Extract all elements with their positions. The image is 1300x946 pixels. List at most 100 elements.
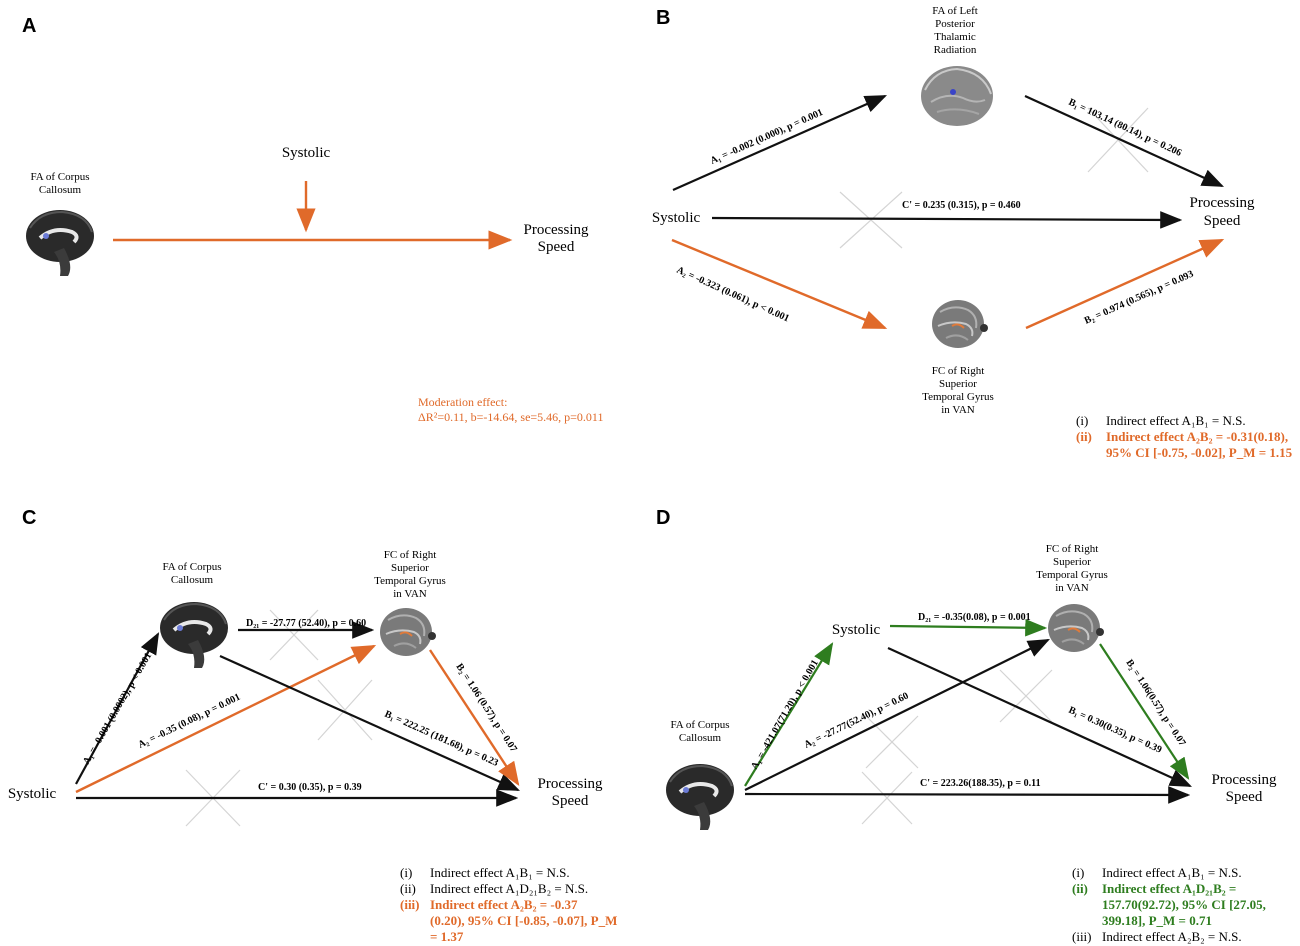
panel-d-b2-arrow — [1099, 643, 1190, 780]
panel-a-outcome-line1: Processing — [524, 222, 589, 238]
panel-d-m2-line4: in VAN — [1055, 582, 1089, 594]
panel-d-b1-arrow — [887, 646, 1193, 788]
panel-d-a1-label: A₁ = -421.07(71.20), p < 0.001 — [749, 658, 821, 771]
panel-c-m2-line1: FC of Right — [384, 549, 437, 561]
panel-c-m2-line2: Superior — [391, 562, 429, 574]
panel-d-a2-arrow — [744, 639, 1050, 791]
panel-d-m2-line1: FC of Right — [1046, 543, 1099, 555]
panel-b-m1-line4: Radiation — [934, 44, 977, 56]
panel-a: A FA of Corpus Callosum Systolic Process… — [22, 15, 604, 424]
panel-c-c-label: C' = 0.30 (0.35), p = 0.39 — [258, 782, 362, 793]
panel-b-note-2-num: (ii) — [1076, 429, 1092, 444]
panel-d-note-2-text: Indirect effect A₁D₂₁B₂ = — [1102, 881, 1236, 896]
panel-b-m2-line3: Temporal Gyrus — [922, 391, 994, 403]
panel-b-a1-arrow — [672, 94, 888, 192]
panel-b-letter: B — [656, 7, 670, 29]
panel-d-note-2-num: (ii) — [1072, 881, 1088, 896]
panel-c-note-5-text: = 1.37 — [430, 929, 464, 944]
panel-c-nonsig-cross-1 — [269, 609, 319, 661]
panel-a-outcome-line2: Speed — [538, 239, 575, 255]
panel-a-moderator: Systolic — [282, 145, 331, 161]
panel-d: D FC of Right Superior Temporal Gyrus in… — [656, 507, 1277, 944]
panel-b-m1-line1: FA of Left — [932, 5, 978, 17]
panel-b-m2-brain-image — [931, 299, 989, 349]
panel-c: C FA of Corpus Callosum FC of Right Supe… — [8, 507, 618, 944]
panel-b-nonsig-cross-1 — [1087, 107, 1149, 173]
panel-a-mediator-line2: Callosum — [39, 184, 82, 196]
panel-b-note-1-text: Indirect effect A₁B₁ = N.S. — [1106, 413, 1246, 428]
panel-a-moderation-title: Moderation effect: — [418, 395, 507, 409]
panel-c-m2-line3: Temporal Gyrus — [374, 575, 446, 587]
panel-c-m1-line2: Callosum — [171, 574, 214, 586]
panel-c-b2-label: B₂ = 1.06 (0.57), p = 0.07 — [453, 662, 518, 755]
panel-b-outcome-line2: Speed — [1204, 213, 1241, 229]
panel-d-note-1-num: (i) — [1072, 865, 1084, 880]
panel-b-m1-line3: Thalamic — [934, 31, 976, 43]
panel-d-a2-label: A₂ = -27.77(52.40), p = 0.60 — [802, 691, 910, 751]
panel-a-letter: A — [22, 15, 36, 37]
panel-c-outcome-line1: Processing — [538, 776, 603, 792]
panel-b-m1-line2: Posterior — [935, 18, 975, 30]
panel-d-note-5-text: Indirect effect A₂B₂ = N.S. — [1102, 929, 1242, 944]
panel-d-nonsig-cross-2 — [865, 715, 919, 769]
panel-d-b1-label: B₁ = 0.30(0.35), p = 0.39 — [1067, 705, 1164, 756]
panel-d-note-5-num: (iii) — [1072, 929, 1092, 944]
panel-b-a1-label: A₁ = -0.002 (0.000), p = 0.001 — [709, 107, 825, 167]
panel-c-note-4-text: (0.20), 95% CI [-0.85, -0.07], P_M — [430, 913, 617, 928]
panel-d-nonsig-cross-3 — [861, 771, 913, 825]
panel-c-d21-label: D₂₁ = -27.77 (52.40), p = 0.60 — [246, 618, 366, 629]
panel-c-b2-arrow — [428, 649, 520, 787]
panel-b-a2-label: A₂ = -0.323 (0.061), p < 0.001 — [675, 265, 791, 325]
panel-b-c-arrow — [711, 211, 1183, 229]
panel-b-m2-line1: FC of Right — [932, 365, 985, 377]
panel-b-b1-arrow — [1024, 94, 1225, 188]
panel-b-m2-line4: in VAN — [941, 404, 975, 416]
panel-b-note-1-num: (i) — [1076, 413, 1088, 428]
panel-c-m1-brain-image — [158, 600, 230, 670]
panel-b-m1-brain-image — [920, 65, 994, 127]
panel-c-nonsig-cross-2 — [317, 679, 373, 741]
panel-b-b1-label: B₁ = 103.14 (80.14), p = 0.206 — [1067, 97, 1183, 159]
panel-d-note-3-text: 157.70(92.72), 95% CI [27.05, — [1102, 897, 1266, 912]
panel-d-d21-arrow — [889, 618, 1048, 637]
panel-b-outcome-line1: Processing — [1190, 195, 1255, 211]
panel-d-note-4-text: 399.18], P_M = 0.71 — [1102, 913, 1212, 928]
panel-d-c-arrow — [744, 786, 1191, 804]
panel-c-m2-line4: in VAN — [393, 588, 427, 600]
panel-d-m2-line3: Temporal Gyrus — [1036, 569, 1108, 581]
panel-b-predictor: Systolic — [652, 210, 701, 226]
panel-b: B FA of Left Posterior Thalamic Radiatio… — [652, 5, 1293, 460]
panel-c-note-2-num: (ii) — [400, 881, 416, 896]
panel-d-c-label: C' = 223.26(188.35), p = 0.11 — [920, 778, 1041, 789]
panel-c-b1-label: B₁ = 222.25 (181.68), p = 0.23 — [383, 709, 500, 769]
panel-c-note-1-num: (i) — [400, 865, 412, 880]
panel-c-a1-arrow — [75, 632, 160, 785]
panel-b-nonsig-cross-2 — [839, 191, 903, 249]
panel-b-c-label: C' = 0.235 (0.315), p = 0.460 — [902, 200, 1021, 211]
panel-c-note-2-text: Indirect effect A₁D₂₁B₂ = N.S. — [430, 881, 588, 896]
panel-c-letter: C — [22, 507, 36, 529]
panel-c-a2-arrow — [75, 644, 377, 794]
panel-d-m1: Systolic — [832, 622, 881, 638]
panel-d-predictor-line1: FA of Corpus — [670, 719, 729, 731]
panel-b-m2-line2: Superior — [939, 378, 977, 390]
panel-d-predictor-brain-image — [664, 762, 736, 832]
panel-d-outcome-line1: Processing — [1212, 772, 1277, 788]
panel-b-note-3-text: 95% CI [-0.75, -0.02], P_M = 1.15 — [1106, 445, 1293, 460]
panel-a-brain-image — [24, 208, 96, 278]
panel-c-m2-brain-image — [379, 607, 437, 657]
panel-a-mediator-line1: FA of Corpus — [30, 171, 89, 183]
panel-c-note-3-text: Indirect effect A₂B₂ = -0.37 — [430, 897, 578, 912]
panel-c-predictor: Systolic — [8, 786, 57, 802]
panel-d-m2-brain-image — [1047, 603, 1105, 653]
panel-d-nonsig-cross-1 — [999, 669, 1053, 723]
panel-c-note-1-text: Indirect effect A₁B₁ = N.S. — [430, 865, 570, 880]
panel-d-m2-line2: Superior — [1053, 556, 1091, 568]
panel-d-letter: D — [656, 507, 670, 529]
panel-c-note-3-num: (iii) — [400, 897, 420, 912]
panel-d-outcome-line2: Speed — [1226, 789, 1263, 805]
panel-b-note-2-text: Indirect effect A₂B₂ = -0.31(0.18), — [1106, 429, 1288, 444]
panel-d-note-1-text: Indirect effect A₁B₁ = N.S. — [1102, 865, 1242, 880]
panel-d-predictor-line2: Callosum — [679, 732, 722, 744]
